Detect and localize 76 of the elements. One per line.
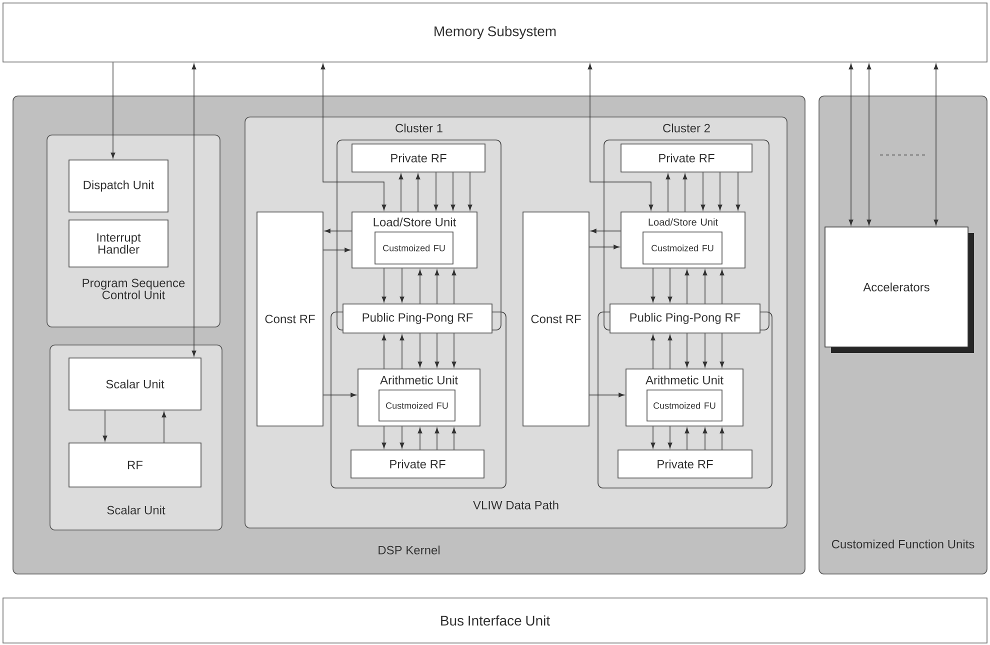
register-file-box: Public Ping-Pong RF — [342, 304, 492, 334]
arrow — [418, 428, 422, 450]
arrow — [848, 64, 854, 226]
arrow — [720, 333, 724, 368]
arrow — [320, 64, 386, 210]
register-file-box: Private RF — [352, 144, 486, 172]
arrow — [450, 172, 456, 210]
arrow — [162, 412, 166, 443]
accelerator-box: Accelerators — [824, 226, 974, 353]
arrow — [452, 428, 456, 450]
arrow — [684, 428, 690, 450]
arrow — [736, 172, 740, 210]
arrow — [382, 268, 386, 302]
unit-box: Scalar Unit — [68, 358, 202, 410]
interface-block: Bus Interface Unit — [2, 598, 988, 644]
arrow — [452, 270, 456, 304]
arrow — [434, 428, 440, 450]
arrow — [382, 334, 386, 369]
arrow — [668, 268, 672, 302]
arrow — [382, 426, 386, 448]
arrow — [700, 172, 706, 210]
arrow — [400, 334, 404, 369]
arrow — [400, 268, 404, 302]
arrow — [418, 333, 422, 368]
unit-box: Interrupt Handler — [68, 220, 168, 268]
arrow — [668, 334, 672, 369]
arrow — [589, 392, 624, 398]
arrow — [102, 410, 108, 442]
register-file-box: Const RF — [522, 212, 590, 426]
arrow — [110, 62, 116, 158]
arrow — [434, 333, 440, 368]
arrow — [323, 248, 350, 252]
arrow — [468, 172, 472, 210]
arrow — [668, 426, 672, 448]
node-label: Cluster 2 — [663, 124, 710, 132]
arrow — [866, 64, 872, 226]
register-file-box: Private RF — [620, 144, 752, 172]
arrow — [398, 174, 404, 212]
memory-block: Memory Subsystem — [2, 2, 988, 62]
arrow — [434, 172, 438, 210]
arrow — [416, 174, 420, 212]
arrow — [718, 172, 722, 210]
node-label: Cluster 1 — [396, 124, 442, 132]
arrow — [650, 334, 656, 369]
function-unit-box: Custmoized FU — [378, 390, 456, 422]
arrow — [400, 426, 404, 448]
unit-box: Dispatch Unit — [68, 160, 168, 212]
function-unit-box: Custmoized FU — [646, 390, 722, 422]
arrow — [192, 64, 196, 356]
arrow — [702, 333, 708, 368]
arrow — [720, 270, 724, 304]
arrow — [684, 270, 690, 304]
register-file-box: Private RF — [618, 450, 752, 478]
arrow — [684, 333, 690, 368]
arrow — [682, 174, 688, 212]
function-unit-box: Custmoized FU — [374, 232, 454, 264]
arrow — [323, 392, 356, 398]
arrow — [650, 426, 656, 448]
register-file-box: Private RF — [350, 450, 484, 478]
arrow — [324, 228, 352, 234]
arrow — [452, 333, 456, 368]
arrow — [418, 270, 422, 304]
function-unit-box: Custmoized FU — [642, 232, 722, 264]
arrow — [666, 174, 670, 212]
register-file-box: RF — [68, 442, 202, 488]
arrow — [434, 270, 440, 304]
register-file-box: Const RF — [256, 212, 324, 426]
arrow — [589, 244, 620, 250]
arrow — [590, 228, 621, 234]
arrow — [702, 428, 708, 450]
arrow — [720, 428, 724, 450]
arrow — [702, 270, 708, 304]
arrow — [650, 268, 656, 302]
arrow — [588, 64, 654, 210]
arrow — [934, 64, 938, 226]
register-file-box: Public Ping-Pong RF — [610, 304, 760, 334]
